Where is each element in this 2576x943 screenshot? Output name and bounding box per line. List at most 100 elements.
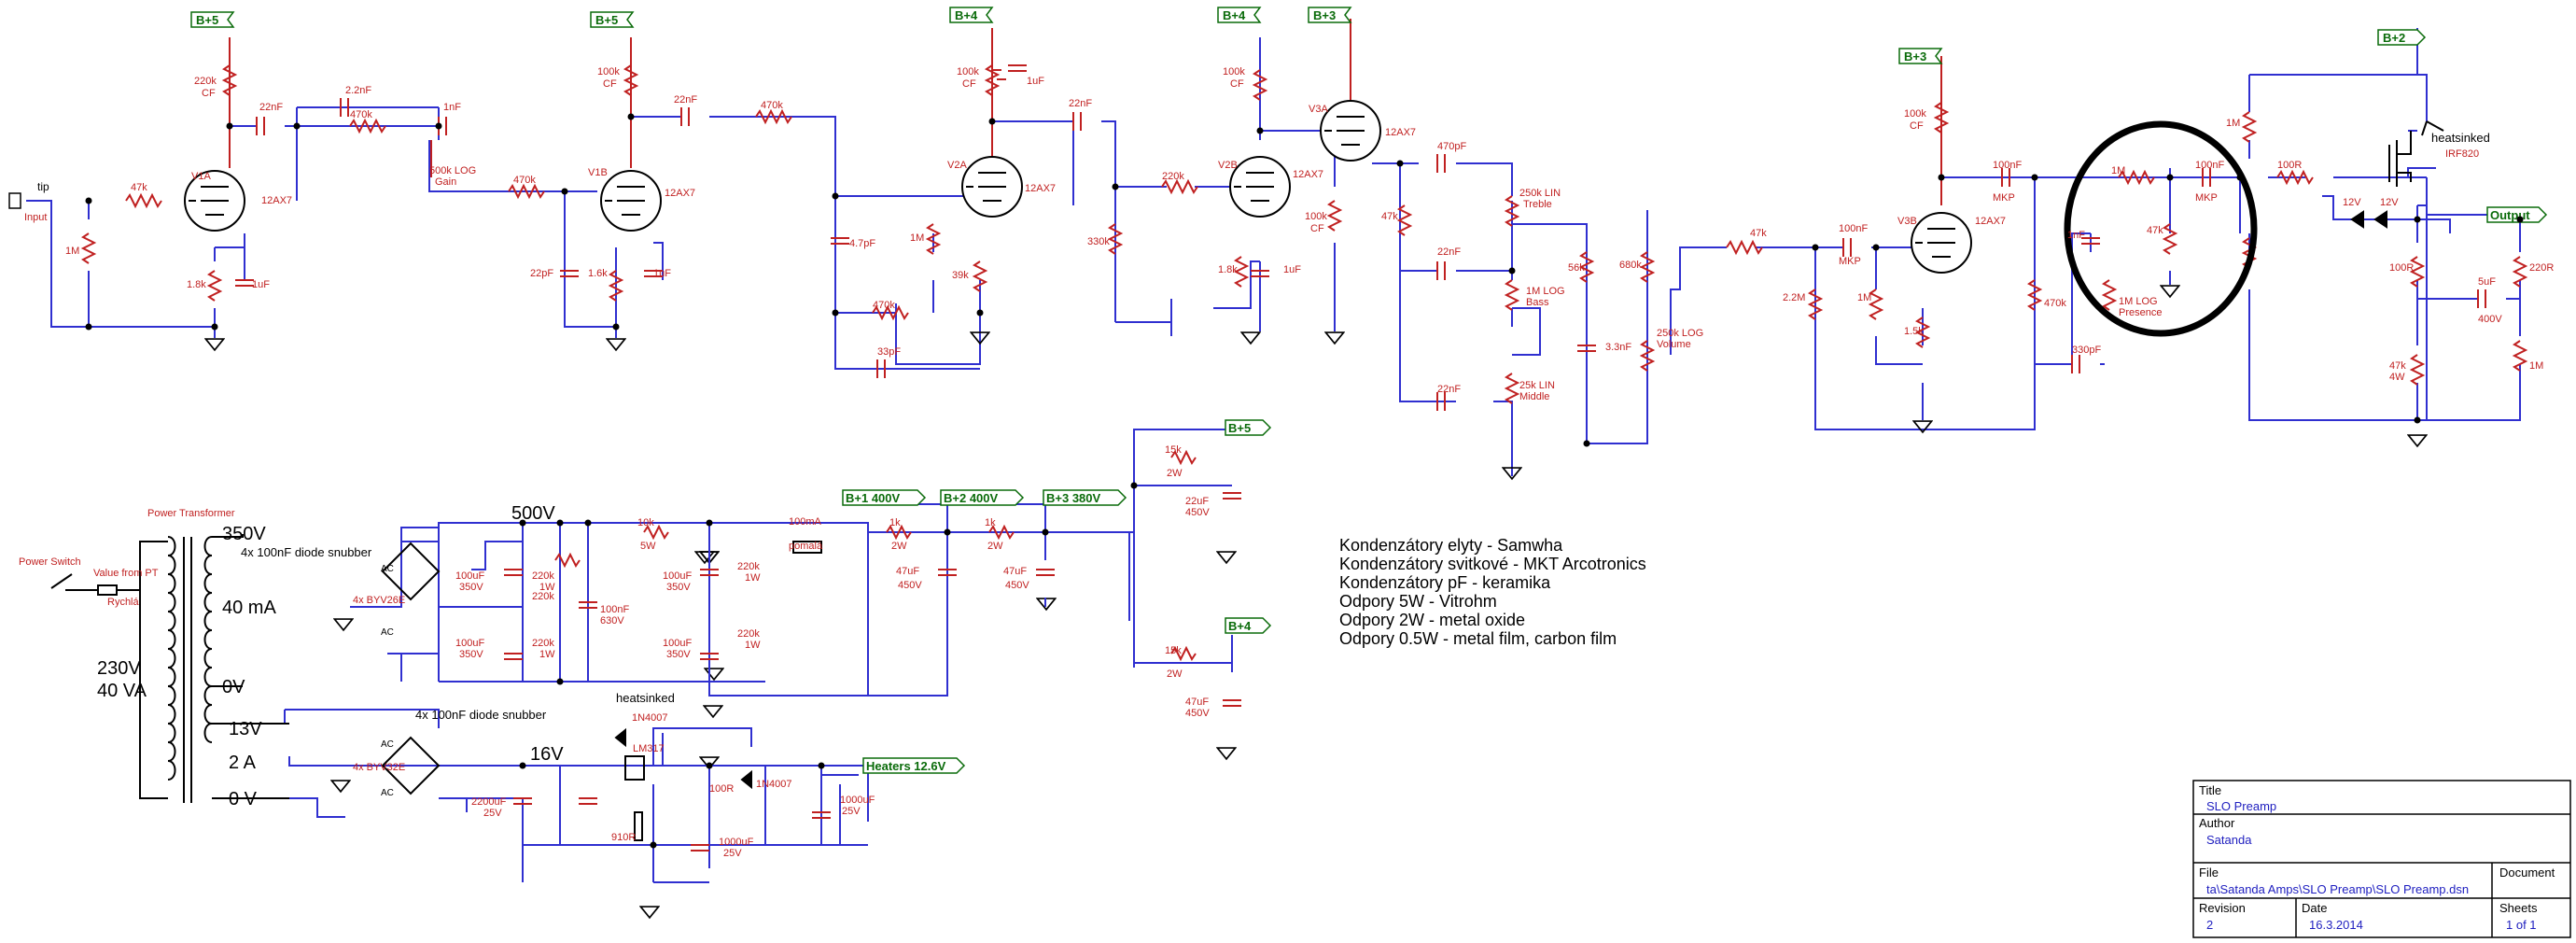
- label-25k-lin: 25k LIN: [1519, 380, 1555, 391]
- label-1nf-1: 1nF: [443, 102, 461, 113]
- note-1: Kondenzátory elyty - Samwha: [1339, 536, 1563, 555]
- label-input: Input: [24, 212, 47, 223]
- label-1w-2: 1W: [539, 649, 555, 660]
- tb-sheets-label: Sheets: [2499, 901, 2538, 915]
- label-220k-1w-1: 220k: [532, 570, 554, 582]
- label-volume: Volume: [1657, 339, 1691, 350]
- label-10k: 10k: [637, 517, 654, 528]
- label-220k-1w-5: 220k: [737, 628, 760, 640]
- label-100r-3: 100R: [709, 783, 734, 795]
- tb-file-label: File: [2199, 866, 2219, 880]
- rail-b4-a: B+4: [955, 8, 978, 22]
- label-450v-3: 450V: [1185, 507, 1210, 518]
- label-450v-4: 450V: [1185, 708, 1210, 719]
- label-1uf-3: 1uF: [1027, 76, 1044, 87]
- label-40ma: 40 mA: [222, 598, 276, 618]
- tubes: [184, 100, 1972, 274]
- tb-date-label: Date: [2302, 901, 2327, 915]
- component-symbols: [80, 64, 2528, 411]
- label-2w-2: 2W: [987, 541, 1003, 552]
- junction-dots: [85, 113, 2524, 849]
- label-snubber2: 4x 100nF diode snubber: [415, 708, 547, 722]
- label-1nf-2: 1nF: [2067, 230, 2085, 241]
- tb-title: SLO Preamp: [2206, 799, 2276, 813]
- rail-b1-400: B+1 400V: [846, 491, 901, 505]
- rail-b2-400: B+2 400V: [944, 491, 999, 505]
- label-47uf-3: 47uF: [1185, 697, 1209, 708]
- label-47uf-2: 47uF: [1003, 566, 1027, 577]
- label-250k-lin: 250k LIN: [1519, 188, 1561, 199]
- label-220k-1w-4: 220k: [737, 561, 760, 572]
- label-22nf-5: 22nF: [1437, 384, 1461, 395]
- label-1m-4: 1M: [2111, 165, 2125, 176]
- label-22pf: 22pF: [530, 268, 553, 279]
- label-13v: 13V: [229, 719, 262, 739]
- rail-b3-380: B+3 380V: [1046, 491, 1101, 505]
- rail-b3-a: B+3: [1313, 8, 1336, 22]
- rail-heaters: Heaters 12.6V: [866, 759, 946, 773]
- label-cf-2: CF: [603, 78, 617, 90]
- label-cf-4: CF: [1230, 78, 1244, 90]
- label-33pf: 33pF: [877, 346, 901, 358]
- label-220k: 220k: [1162, 171, 1184, 182]
- label-470k-5: 470k: [2044, 298, 2066, 309]
- label-v1b-type: 12AX7: [665, 188, 695, 199]
- label-100nf-2: 100nF: [1993, 160, 2022, 171]
- label-presence: Presence: [2119, 307, 2162, 318]
- label-25v-2: 25V: [723, 848, 742, 859]
- tube-labels: V1A 12AX7 V1B 12AX7 V2A 12AX7 V2B 12AX7 …: [191, 104, 2006, 227]
- tb-sheets: 1 of 1: [2506, 918, 2537, 932]
- label-47k-1: 47k: [131, 182, 147, 193]
- label-1uf-1: 1uF: [252, 279, 270, 290]
- label-2w-3: 2W: [1167, 468, 1183, 479]
- label-220k-1w-2: 220k: [532, 591, 554, 602]
- label-100k-1: 100k: [597, 66, 620, 77]
- label-2a: 2 A: [229, 753, 257, 773]
- label-500k: 500k LOG: [429, 165, 476, 176]
- label-1m-5: 1M: [2226, 118, 2240, 129]
- preamp-wires: [26, 19, 2521, 476]
- label-39k: 39k: [952, 270, 969, 281]
- tb-revision: 2: [2206, 918, 2213, 932]
- label-1k6: 1.6k: [588, 268, 608, 279]
- label-snubber1: 4x 100nF diode snubber: [241, 545, 372, 559]
- label-1w-4: 1W: [745, 640, 761, 651]
- label-25v-1: 25V: [483, 808, 502, 819]
- label-v3b-type: 12AX7: [1975, 216, 2006, 227]
- label-16v: 16V: [530, 744, 564, 765]
- tb-revision-label: Revision: [2199, 901, 2246, 915]
- label-15k-1: 15k: [1165, 444, 1182, 456]
- presence-highlight-circle: [2064, 120, 2258, 337]
- label-1k8-2: 1.8k: [1218, 264, 1238, 275]
- rail-b5-b: B+5: [595, 13, 618, 27]
- label-1n4007-1: 1N4007: [632, 712, 668, 724]
- label-470k-1: 470k: [350, 109, 372, 120]
- label-v1a-type: 12AX7: [261, 195, 292, 206]
- note-2: Kondenzátory svitkové - MKT Arcotronics: [1339, 555, 1646, 573]
- psu-caps: [504, 449, 1241, 852]
- label-2n2: 2.2nF: [345, 85, 371, 96]
- label-1m-log-p: 1M LOG: [2119, 296, 2158, 307]
- label-22nf-4: 22nF: [1437, 246, 1461, 258]
- label-12v-1: 12V: [2343, 197, 2361, 208]
- label-v3b: V3B: [1897, 216, 1917, 227]
- label-heatsinked: heatsinked: [2431, 131, 2490, 145]
- label-v1b: V1B: [588, 167, 608, 178]
- label-1uf-2: 1uF: [653, 268, 671, 279]
- title-block: Title SLO Preamp Author Satanda File ta\…: [2192, 780, 2571, 938]
- label-fuse: Value from PT: [93, 568, 159, 579]
- label-1k-1: 1k: [889, 517, 901, 528]
- label-100nf-630: 100nF: [600, 604, 629, 615]
- label-4w: 4W: [2389, 372, 2405, 383]
- label-bridge1: 4x BYV26E: [353, 595, 405, 606]
- tb-author-label: Author: [2199, 816, 2235, 830]
- label-fuse2: Rychlá: [107, 597, 140, 608]
- label-100r: 100R: [2277, 160, 2302, 171]
- label-1m-6: 1M: [2529, 360, 2543, 372]
- label-470k-3: 470k: [761, 100, 783, 111]
- label-100ma: 100mA: [789, 516, 822, 528]
- label-40va: 40 VA: [97, 681, 147, 701]
- label-gain: Gain: [435, 176, 456, 188]
- label-1k5: 1.5k: [1904, 326, 1924, 337]
